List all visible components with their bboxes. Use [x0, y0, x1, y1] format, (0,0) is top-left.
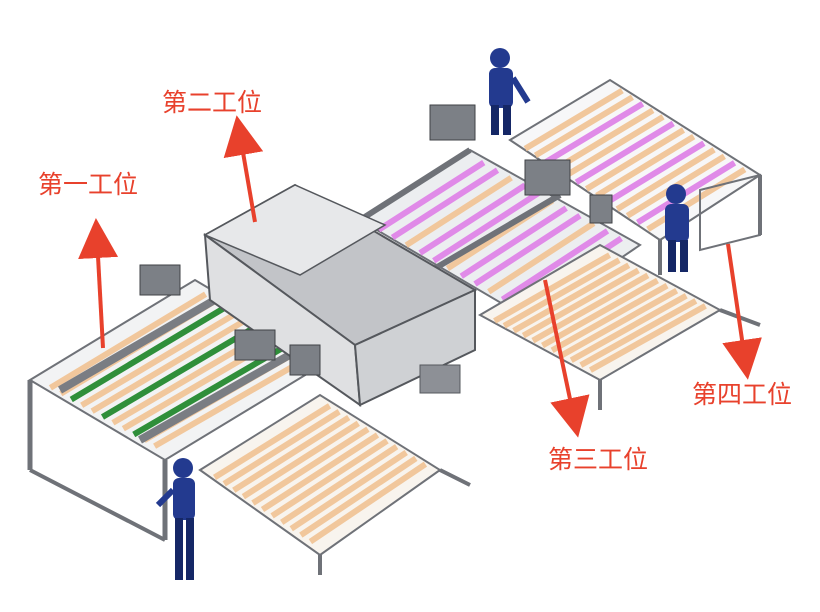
worker-station2 [489, 48, 531, 135]
board-strip [232, 414, 351, 493]
board-strip [574, 120, 675, 185]
board-strip [569, 293, 688, 363]
board-strip [554, 107, 655, 172]
board-strip [473, 213, 582, 287]
board-strip [588, 303, 707, 373]
label-station1: 第一工位 [38, 170, 139, 199]
board-strip [222, 409, 341, 487]
wood-board-strips-front [212, 403, 428, 545]
board-strip [533, 94, 634, 159]
board-strip [579, 298, 698, 368]
board-strip [615, 147, 716, 212]
board-strip [521, 267, 640, 339]
board-strip [432, 190, 541, 264]
board-strip [270, 438, 389, 519]
gantry-heads [139, 104, 613, 376]
board-strip [80, 310, 239, 408]
arrow-station1 [78, 218, 119, 349]
board-strip [560, 288, 679, 358]
central-cover-box [203, 183, 478, 408]
board-strip [69, 303, 229, 403]
board-strip [404, 175, 513, 248]
board-strip [493, 252, 612, 324]
board-strip [584, 127, 686, 192]
arrow-station2 [223, 115, 264, 223]
board-strip [564, 114, 665, 179]
board-strip [280, 444, 399, 525]
board-strip [90, 316, 250, 414]
board-strip [48, 291, 208, 391]
board-strip [635, 160, 737, 226]
board-strip [487, 220, 596, 295]
label-station3: 第三工位 [548, 445, 649, 474]
board-strip [646, 166, 747, 232]
board-strip [531, 272, 650, 344]
board-strip [260, 432, 380, 513]
board-strip [212, 403, 332, 480]
board-strip [100, 322, 261, 420]
board-strip [390, 167, 500, 241]
board-strip [308, 461, 428, 545]
board-strip [377, 160, 486, 233]
board-strip [459, 205, 568, 279]
arrow-station3 [543, 279, 590, 438]
board-strip [550, 282, 669, 354]
board-strip [241, 420, 360, 500]
board-strip [418, 182, 527, 256]
board-strip [512, 262, 631, 334]
wood-board-strips-3 [493, 252, 707, 373]
board-strip [299, 455, 418, 538]
label-station4: 第四工位 [692, 380, 793, 409]
board-strip [502, 257, 621, 329]
board-strip [523, 87, 624, 152]
annotation-arrows [78, 115, 762, 438]
arrow-station4 [722, 243, 762, 380]
worker-station1 [155, 458, 195, 580]
label-station2: 第二工位 [162, 88, 263, 117]
board-strip [605, 140, 706, 205]
board-strip [500, 228, 610, 303]
board-strip [541, 277, 659, 349]
worker-station4 [665, 184, 689, 272]
board-strip [544, 101, 645, 165]
board-strip [251, 426, 370, 506]
board-strip [153, 353, 313, 449]
station3-table [477, 243, 761, 410]
board-strip [289, 449, 408, 532]
front-table [198, 393, 471, 575]
board-strip [595, 134, 696, 199]
